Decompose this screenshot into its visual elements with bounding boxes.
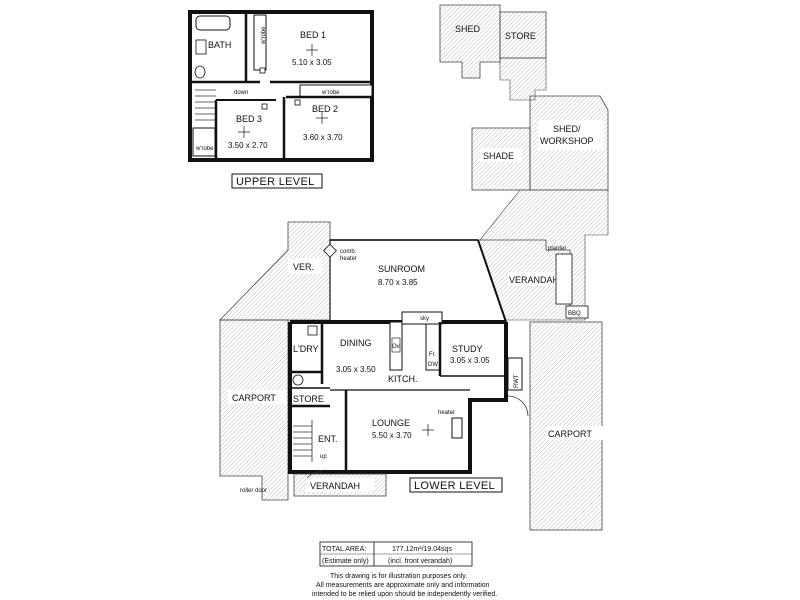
bed2-dimension: 3.60 x 3.70 <box>303 133 343 142</box>
outbuildings: SHED STORE SHED/ WORKSHOP SHADE <box>439 4 609 321</box>
shed <box>439 4 501 79</box>
fridge-label: Fr. <box>429 352 436 358</box>
bed2-label: BED 2 <box>312 104 338 114</box>
toilet-icon <box>194 65 206 79</box>
disclaimer-line1: This drawing is for illustration purpose… <box>330 573 467 580</box>
workshop-label-line1: SHED/ <box>553 124 581 134</box>
sunroom-label: SUNROOM <box>378 264 425 274</box>
rainwater-tank <box>507 357 523 391</box>
kitchen-benches <box>389 311 443 371</box>
carport-right-label: CARPORT <box>548 429 592 439</box>
planter <box>555 253 573 305</box>
wardrobe-label-bed3: w'robe <box>195 146 214 152</box>
wardrobe-label-bed1: w'robe <box>261 26 267 45</box>
lower-outer-wall <box>288 322 508 474</box>
front-verandah-label: VERANDAH <box>310 481 360 491</box>
heater-icon <box>451 417 463 439</box>
lower-level: CARPORT VER. VERANDAH planter BBQ CARPOR… <box>219 221 604 531</box>
toilet-icon <box>292 374 304 386</box>
sunroom-dimension: 8.70 x 3.85 <box>378 278 418 287</box>
upper-level: BATH BED 1 5.10 x 3.05 BED 2 3.60 x 3.70… <box>188 10 374 189</box>
rwt-label: RWT <box>514 374 520 388</box>
comb-heater-label-2: heater <box>340 256 357 262</box>
area-table: TOTAL AREA: (Estimate only) 177.12m²/19.… <box>319 541 473 567</box>
disclaimer: This drawing is for illustration purpose… <box>312 573 497 598</box>
sunroom <box>329 239 507 323</box>
kitchen-label: KITCH. <box>388 374 418 384</box>
shade-label: SHADE <box>483 151 514 161</box>
verandah-right-label: VERANDAH <box>509 275 559 285</box>
bed1-dimension: 5.10 x 3.05 <box>292 58 332 67</box>
study-label: STUDY <box>452 344 483 354</box>
total-area-sub: (Estimate only) <box>322 558 369 565</box>
combustion-heater-icon <box>323 243 337 258</box>
ceiling-fan-icon <box>238 44 328 138</box>
oven-label: Ov. <box>392 344 401 350</box>
disclaimer-line2: All measurements are approximate only an… <box>316 582 490 589</box>
wardrobe-label-bed2: w'robe <box>321 90 340 96</box>
dining-dimension: 3.05 x 3.50 <box>336 365 376 374</box>
carport-left <box>219 319 289 501</box>
lower-store-label: STORE <box>293 394 324 404</box>
carport-left-label: CARPORT <box>232 393 276 403</box>
comb-heater-label-1: comb. <box>340 249 357 255</box>
disclaimer-line3: intended to be relied upon should be ind… <box>312 591 497 598</box>
lounge-label: LOUNGE <box>372 418 410 428</box>
bed3-dimension: 3.50 x 2.70 <box>228 141 268 150</box>
lounge-dimension: 5.50 x 3.70 <box>372 431 412 440</box>
heater-label: heater <box>438 410 455 416</box>
ver-label: VER. <box>293 262 314 272</box>
lower-level-title: LOWER LEVEL <box>414 480 495 492</box>
roller-door-label: roller door <box>240 488 267 494</box>
bbq-label: BBQ <box>568 311 581 317</box>
entry-label: ENT. <box>318 434 338 444</box>
bbq <box>565 305 589 319</box>
bed3-label: BED 3 <box>236 114 262 124</box>
skylight-label: sky <box>420 316 429 322</box>
total-area-label: TOTAL AREA: <box>322 546 366 553</box>
total-area-value: 177.12m²/19.04sqs <box>392 546 452 553</box>
dishwasher-label: DW <box>428 362 438 368</box>
basin-icon <box>195 39 207 55</box>
bathtub-icon <box>195 15 231 31</box>
stairs-up-label: up <box>320 454 327 460</box>
total-area-value-sub: (incl. front verandah) <box>388 558 452 565</box>
bed1-label: BED 1 <box>300 30 326 40</box>
dining-label: DINING <box>340 338 372 348</box>
upper-stairs <box>195 89 216 121</box>
workshop-label-line2: WORKSHOP <box>540 136 594 146</box>
planter-label: planter <box>548 246 566 252</box>
outbuilding-store <box>499 11 547 59</box>
stairs-down-label: down <box>234 90 248 96</box>
laundry-label: L'DRY <box>293 344 319 354</box>
lower-stairs <box>293 420 313 462</box>
upper-level-title: UPPER LEVEL <box>236 176 315 188</box>
ceiling-fan-icon <box>422 424 434 436</box>
bath-label: BATH <box>208 40 231 50</box>
shed-label: SHED <box>455 24 481 34</box>
outbuilding-store-label: STORE <box>505 31 536 41</box>
study-dimension: 3.05 x 3.05 <box>450 356 490 365</box>
